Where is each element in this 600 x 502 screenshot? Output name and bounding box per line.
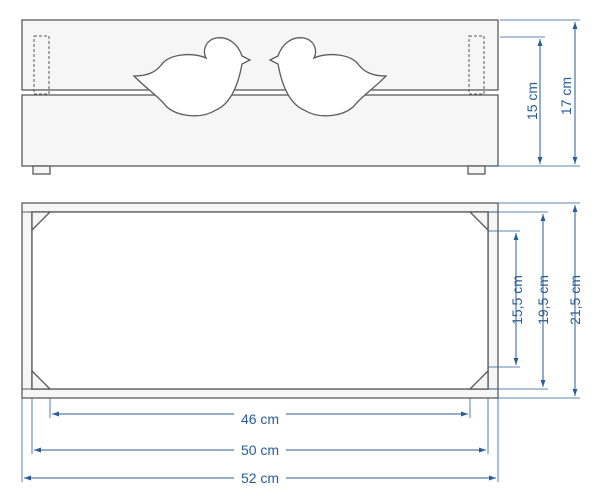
top-length-dimensions: 46 cm 50 cm 52 cm: [21, 398, 499, 486]
dowel-right: [468, 35, 485, 95]
dim-label-21-5: 21,5 cm: [567, 275, 583, 325]
dim-label-17: 17 cm: [558, 77, 574, 115]
dim-label-46: 46 cm: [241, 411, 279, 427]
dim-label-15: 15 cm: [524, 82, 540, 120]
front-top-board: [21, 19, 499, 91]
bird-cutout-right: [268, 37, 388, 117]
front-foot-right: [467, 165, 486, 175]
top-view: [21, 202, 499, 399]
dim-label-15-5: 15,5 cm: [509, 275, 525, 325]
top-width-dimensions: 15,5 cm 19,5 cm 21,5 cm: [488, 202, 583, 399]
dim-label-52: 52 cm: [241, 470, 279, 486]
front-foot-left: [32, 165, 51, 175]
dowel-left: [33, 35, 50, 95]
bird-cutout-left: [132, 37, 252, 117]
top-inner-opening: [31, 211, 489, 390]
dim-label-19-5: 19,5 cm: [535, 275, 551, 325]
dim-label-50: 50 cm: [241, 442, 279, 458]
front-dimensions: 15 cm 17 cm: [488, 19, 580, 167]
front-view: [21, 19, 499, 175]
front-bottom-board: [21, 94, 499, 167]
